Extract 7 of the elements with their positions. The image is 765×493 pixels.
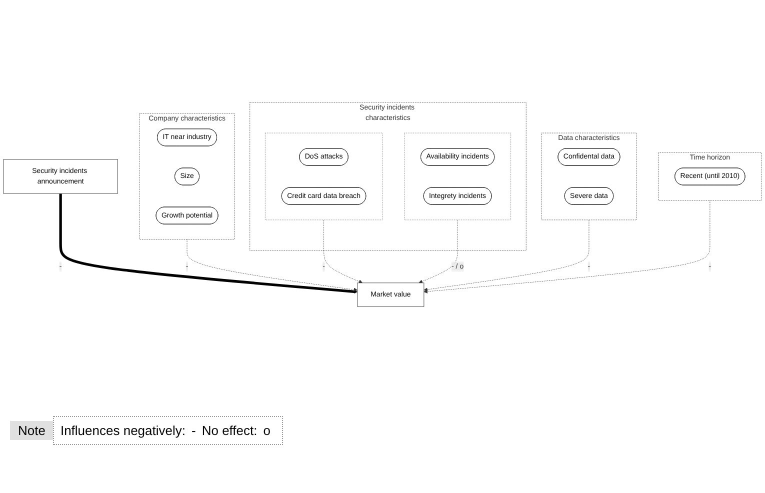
note-term: Influences negatively: [60, 423, 186, 438]
note-symbol: - [192, 423, 196, 438]
cluster [404, 133, 512, 221]
cluster [264, 133, 383, 221]
note-term: No effect: [202, 423, 258, 438]
note-symbol: o [263, 423, 270, 438]
note-heading: Note [10, 421, 54, 440]
